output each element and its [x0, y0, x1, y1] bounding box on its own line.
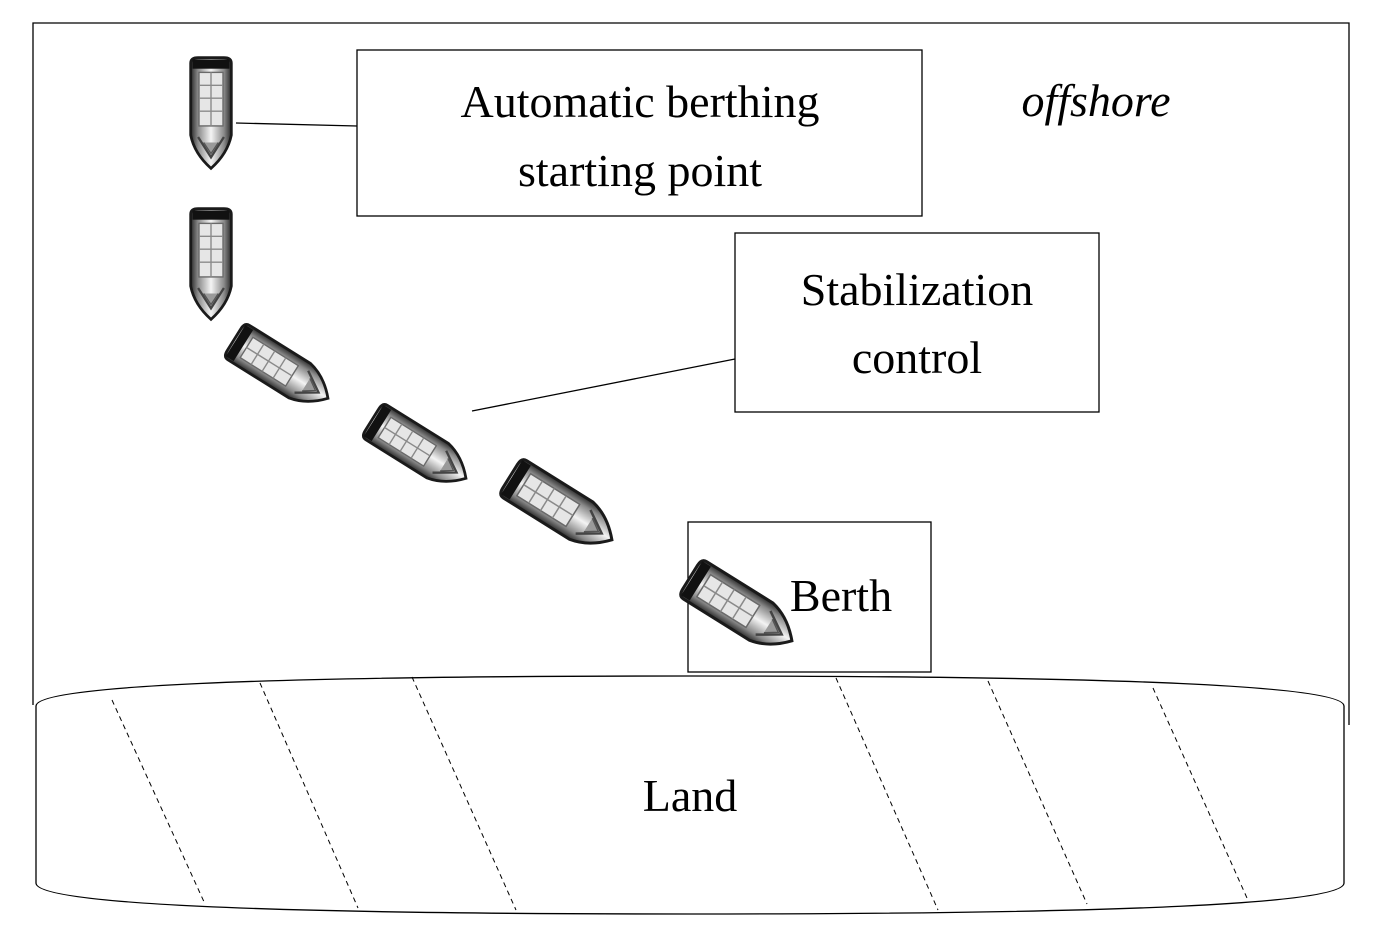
- land-hatching: [111, 676, 1248, 911]
- ship-icon: [189, 207, 233, 321]
- starting-point-label-line1: Automatic berthing: [461, 76, 820, 127]
- berth-label: Berth: [790, 570, 892, 621]
- land-region: Land: [35, 675, 1345, 915]
- stabilization-label-line2: control: [852, 332, 982, 383]
- stabilization-label-line1: Stabilization: [801, 264, 1034, 315]
- ship-icon: [221, 320, 341, 418]
- starting-point-callout: Automatic berthing starting point: [235, 49, 923, 217]
- offshore-label: offshore: [1021, 75, 1170, 126]
- water-boundary: [32, 22, 1350, 725]
- land-label: Land: [643, 770, 738, 821]
- starting-point-label-line2: starting point: [518, 145, 762, 196]
- stabilization-callout: Stabilization control: [471, 232, 1100, 413]
- ship-icon: [496, 455, 626, 561]
- ship-icon: [359, 400, 479, 498]
- ship-icon: [189, 56, 233, 170]
